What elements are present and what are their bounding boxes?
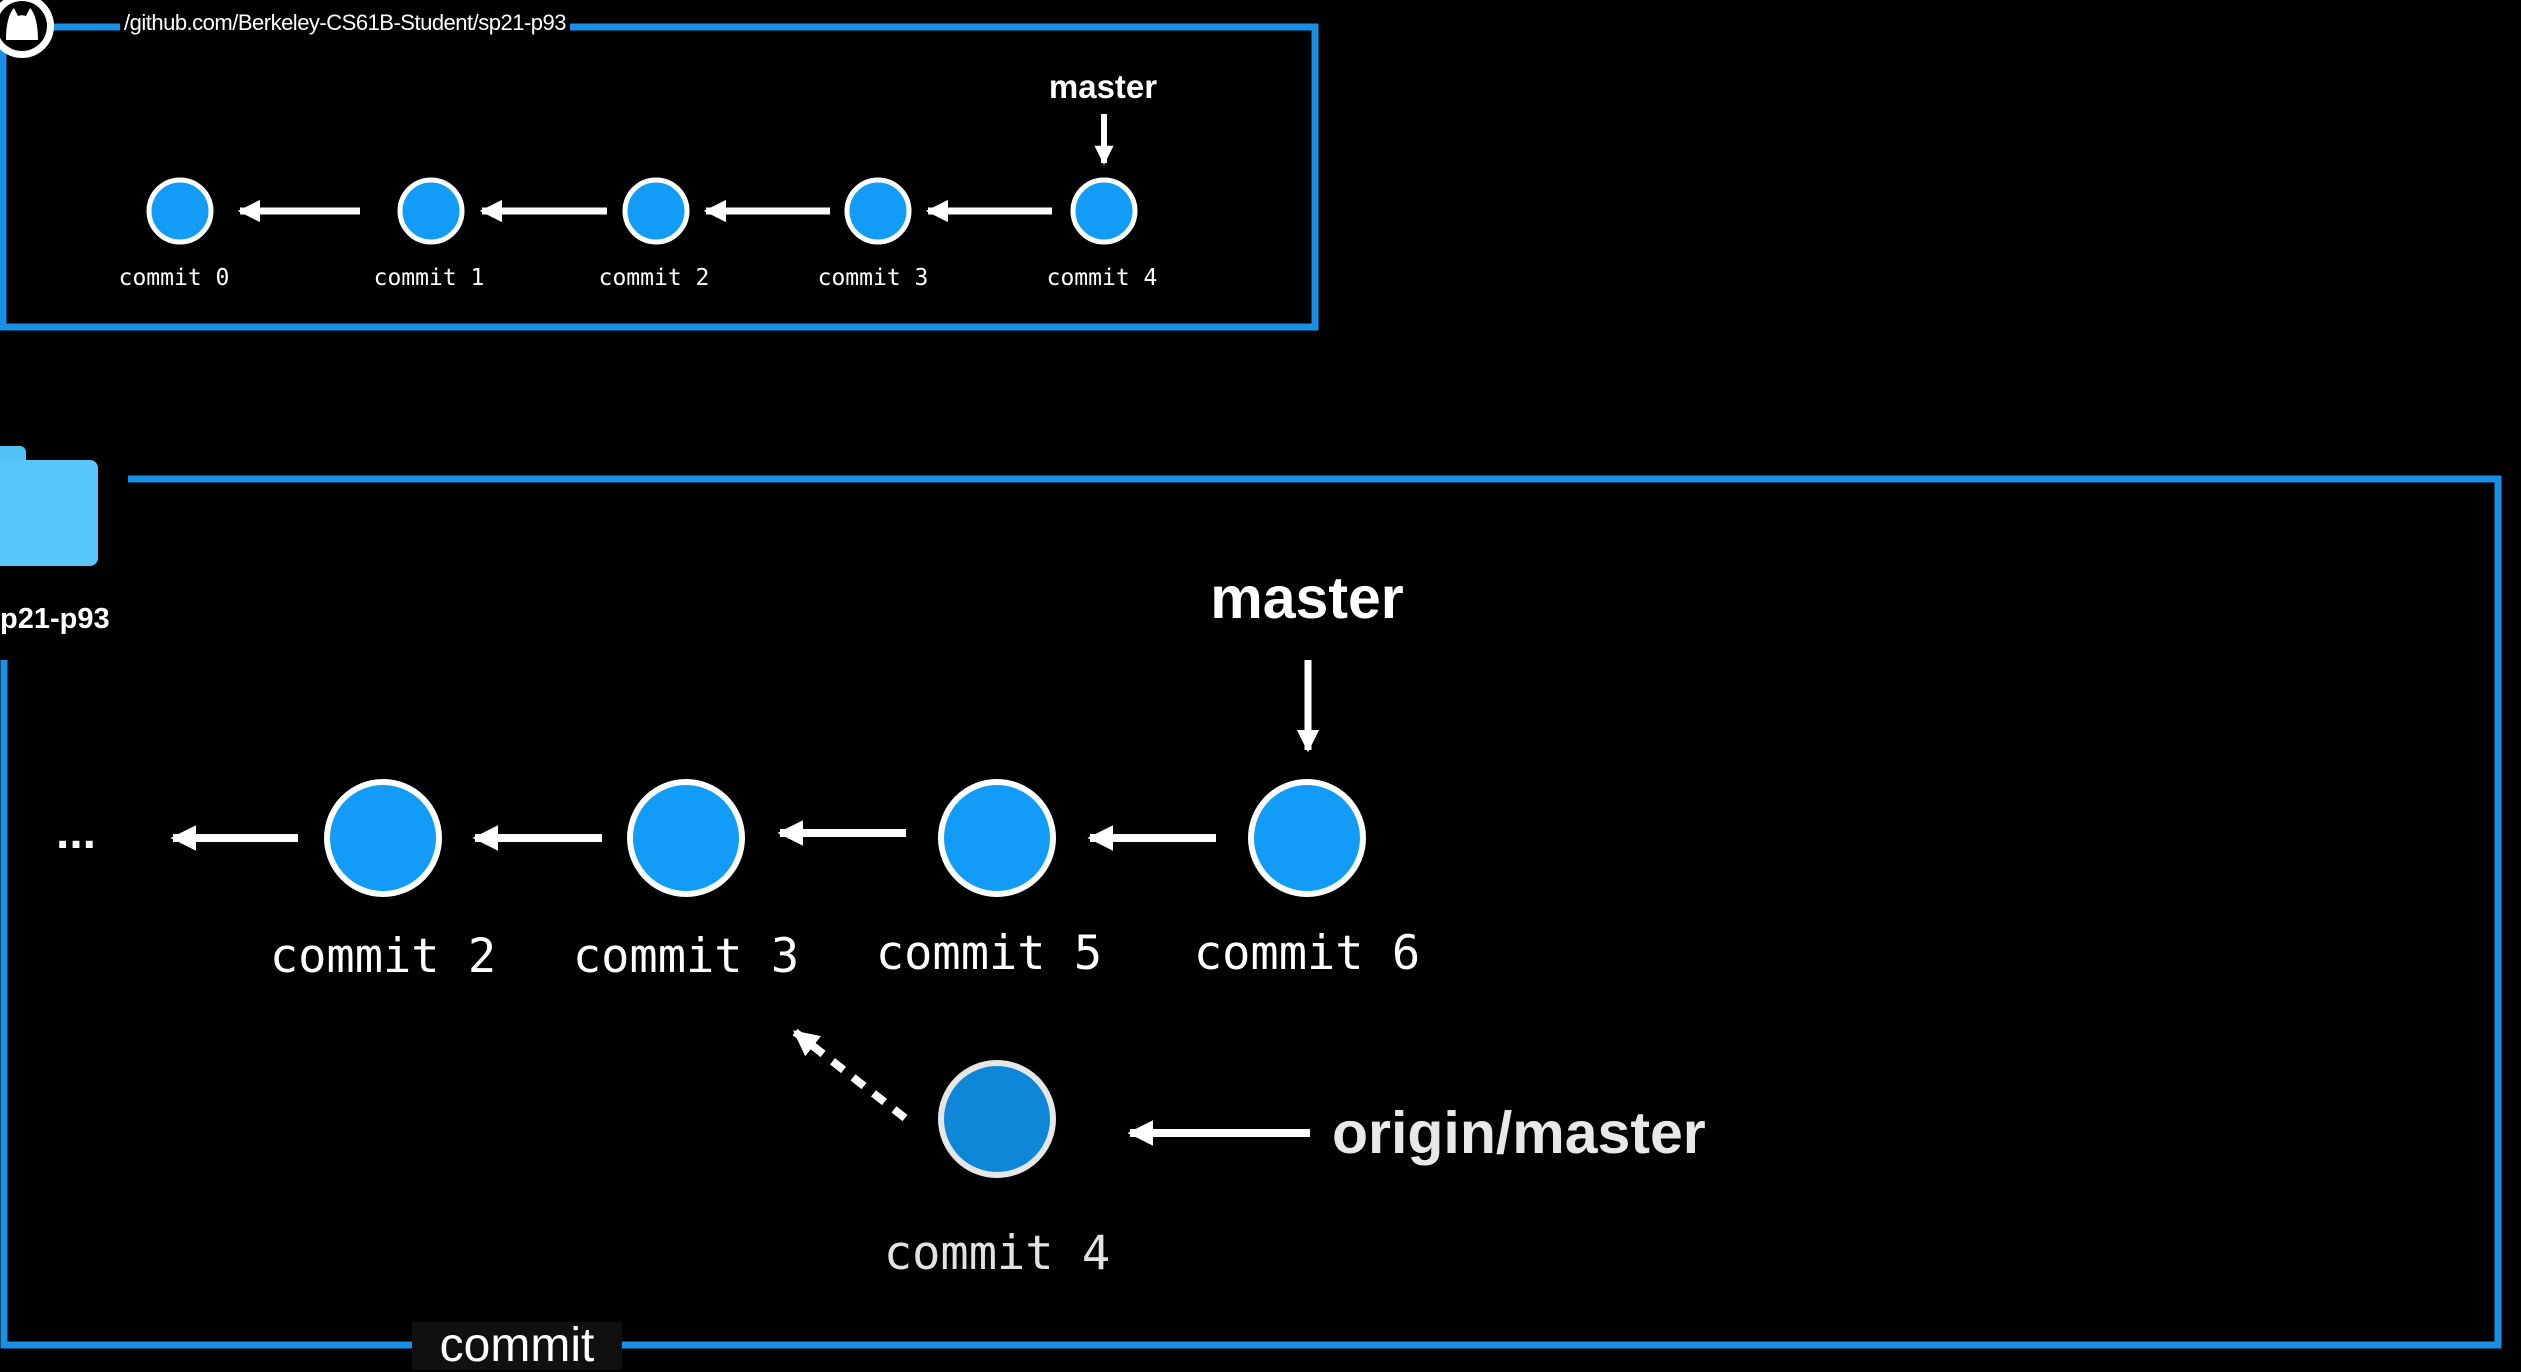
remote-commit-label-4: commit 4 <box>1047 265 1158 291</box>
remote-commit-node-4 <box>1070 177 1138 245</box>
remote-commit-node-0 <box>146 177 214 245</box>
local-commit-label-6: commit 6 <box>1194 926 1420 981</box>
remote-commit-label-2: commit 2 <box>599 265 710 291</box>
remote-commit-node-2 <box>622 177 690 245</box>
remote-commit-label-1: commit 1 <box>374 265 485 291</box>
origin-master-label: origin/master <box>1332 1100 1706 1166</box>
remote-repo-url: /github.com/Berkeley-CS61B-Student/sp21-… <box>120 10 570 36</box>
local-commit-label-2: commit 2 <box>270 929 496 984</box>
local-master-label: master <box>1210 565 1404 631</box>
local-commit-node-4 <box>938 1060 1056 1178</box>
ellipsis: ... <box>56 806 96 859</box>
local-commit-node-2 <box>324 779 442 897</box>
local-repo-frame <box>0 475 2502 1349</box>
local-commit-label-3: commit 3 <box>573 929 799 984</box>
local-commit-node-3 <box>627 779 745 897</box>
local-commit-node-5 <box>938 779 1056 897</box>
remote-commit-node-3 <box>844 177 912 245</box>
dashed-parent-arrow <box>792 1028 908 1122</box>
remote-master-label: master <box>1049 68 1157 105</box>
local-commit-node-6 <box>1248 779 1366 897</box>
github-icon <box>0 0 54 58</box>
remote-commit-label-0: commit 0 <box>119 265 230 291</box>
folder-icon <box>0 446 98 566</box>
remote-commit-node-1 <box>397 177 465 245</box>
remote-repo-frame <box>0 23 1319 331</box>
subtitle-caption: commit <box>412 1322 622 1370</box>
local-folder-label: p21-p93 <box>0 603 110 635</box>
remote-commit-label-3: commit 3 <box>818 265 929 291</box>
local-commit-label-4: commit 4 <box>884 1226 1110 1281</box>
local-commit-label-5: commit 5 <box>876 926 1102 981</box>
